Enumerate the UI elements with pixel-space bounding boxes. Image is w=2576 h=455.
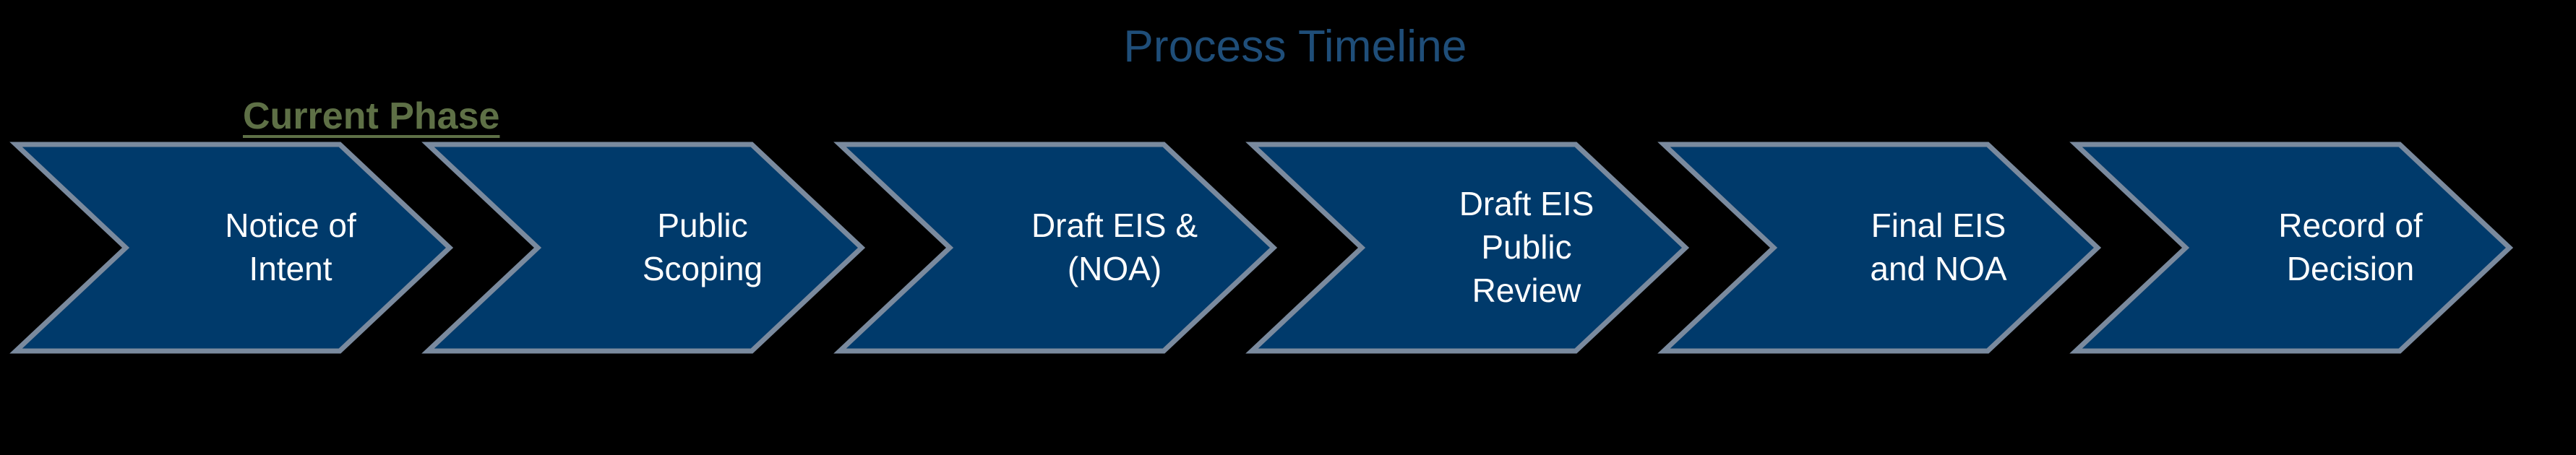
chevron-shape (421, 142, 866, 354)
chevron-shape (1245, 142, 1690, 354)
page-title: Process Timeline (0, 25, 2576, 69)
timeline-step-3[interactable] (833, 142, 1360, 354)
timeline-step-4[interactable] (1245, 142, 1772, 354)
timeline-step-5[interactable] (1657, 142, 2184, 354)
timeline-step-1[interactable] (9, 142, 536, 354)
chevron-shape (2069, 142, 2514, 354)
chevron-shape (833, 142, 1278, 354)
chevron-shape (9, 142, 454, 354)
timeline-step-2[interactable] (421, 142, 948, 354)
page-title-text: Process Timeline (1123, 22, 1467, 72)
current-phase-annotation: Current Phase (243, 95, 500, 137)
timeline-step-6[interactable] (2069, 142, 2576, 354)
chevron-shape (1657, 142, 2102, 354)
